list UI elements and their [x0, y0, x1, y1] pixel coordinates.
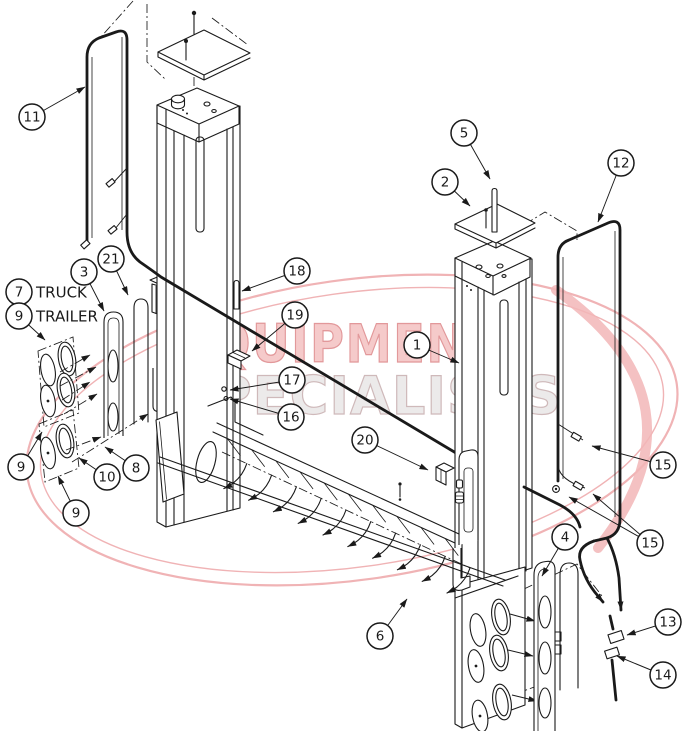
- spring-hooks: [223, 463, 471, 594]
- callout-8: 8: [122, 454, 150, 482]
- callout-20: 20: [351, 426, 379, 454]
- svg-text:5: 5: [460, 126, 469, 142]
- alignment-leaders-left: [59, 354, 149, 463]
- roller: [195, 441, 217, 483]
- callout-1: 1: [403, 331, 431, 359]
- svg-text:4: 4: [561, 530, 570, 546]
- callout-15-lower: 15: [636, 529, 664, 557]
- callout-9-left: 9: [7, 453, 35, 481]
- callouts: 1 2 3 4 5 6 7 8 9 9 9 10 11 12 13 14 15 …: [5, 86, 682, 689]
- light-channel-3: [103, 311, 124, 438]
- callout-6: 6: [366, 622, 394, 650]
- callout-12: 12: [607, 149, 635, 177]
- light-channel-strip-21: [133, 298, 149, 425]
- callout-4: 4: [551, 523, 579, 551]
- text-labels: TRUCK TRAILER: [35, 284, 98, 326]
- svg-text:21: 21: [102, 252, 119, 268]
- j-bracket-right: [452, 548, 471, 591]
- right-column-top-cap: [454, 240, 532, 277]
- svg-text:9: 9: [72, 506, 81, 522]
- callout-10: 10: [93, 463, 121, 491]
- svg-text:13: 13: [659, 615, 676, 631]
- clamp-20: [435, 462, 455, 486]
- svg-text:6: 6: [376, 629, 385, 645]
- svg-text:14: 14: [654, 668, 671, 684]
- pin-and-spring-right: [454, 479, 465, 504]
- svg-text:12: 12: [612, 156, 629, 172]
- svg-text:7: 7: [15, 285, 24, 301]
- callout-5: 5: [450, 119, 478, 147]
- oval-light-group-upper: [37, 336, 80, 428]
- svg-text:18: 18: [288, 264, 305, 280]
- top-plate-left: [157, 10, 251, 81]
- truck-label: TRUCK: [35, 284, 88, 302]
- callout-19: 19: [281, 301, 309, 329]
- svg-text:16: 16: [282, 410, 299, 426]
- callout-11: 11: [18, 103, 46, 131]
- butt-connector-15b: [572, 480, 584, 491]
- connector-13: [607, 630, 625, 644]
- wire-harness-12: [552, 220, 625, 702]
- callout-7: 7: [5, 278, 33, 306]
- svg-text:9: 9: [15, 309, 24, 325]
- svg-text:20: 20: [356, 433, 373, 449]
- rod-5: [491, 187, 498, 233]
- svg-text:2: 2: [441, 175, 450, 191]
- latch-plate-right: [458, 449, 479, 545]
- svg-text:9: 9: [17, 460, 26, 476]
- light-bracket-4: [533, 560, 562, 731]
- svg-text:15: 15: [654, 458, 671, 474]
- svg-text:11: 11: [23, 110, 40, 126]
- svg-text:1: 1: [413, 338, 422, 354]
- callout-15-upper: 15: [649, 451, 677, 479]
- callout-14: 14: [649, 661, 677, 689]
- strip-right-of-4: [559, 562, 579, 691]
- wire-harness-11: [80, 29, 458, 455]
- oval-light-group-lower: [38, 409, 80, 483]
- svg-text:10: 10: [98, 470, 115, 486]
- butt-connector-15a: [570, 431, 582, 442]
- clip-19: [227, 349, 251, 370]
- callout-18: 18: [283, 257, 311, 285]
- hatch-marks: [227, 438, 459, 556]
- screw-small-20: [398, 482, 402, 501]
- ramp-assembly: [157, 422, 506, 594]
- svg-text:15: 15: [641, 536, 658, 552]
- callout-16: 16: [277, 403, 305, 431]
- svg-text:3: 3: [80, 265, 89, 281]
- connector-14: [604, 646, 620, 660]
- oval-lights-right: [467, 598, 538, 731]
- callout-9-bottom: 9: [62, 499, 90, 527]
- callout-21: 21: [97, 245, 125, 273]
- svg-text:19: 19: [286, 308, 303, 324]
- trailer-label: TRAILER: [35, 308, 98, 326]
- callout-2: 2: [431, 168, 459, 196]
- watermark-swoosh: [551, 285, 653, 553]
- callout-13: 13: [654, 608, 682, 636]
- callout-17: 17: [278, 366, 306, 394]
- pin-18: [233, 279, 240, 310]
- callout-3: 3: [70, 258, 98, 286]
- foot-plate-8: [155, 411, 185, 503]
- svg-text:17: 17: [283, 373, 300, 389]
- harness-cable-segment: [522, 485, 582, 529]
- svg-text:8: 8: [132, 461, 141, 477]
- callout-9-trailer: 9: [5, 302, 33, 330]
